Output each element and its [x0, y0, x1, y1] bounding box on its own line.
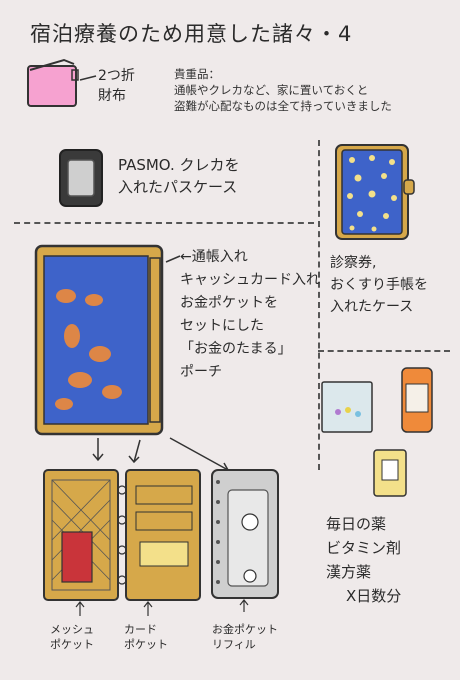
- mesh-pocket-label: メッシュ ポケット: [50, 622, 94, 652]
- money-pouch-illustration: [34, 244, 164, 436]
- wallet-illustration: [27, 58, 79, 107]
- pouch-label-line-3: お金ポケットを: [180, 295, 278, 311]
- label-arrows: [75, 599, 249, 616]
- medicine-label-line-2: ビタミン剤: [326, 539, 402, 557]
- pouch-arrow: [165, 255, 181, 263]
- medicine-label-line-3: 漢方薬: [326, 563, 372, 581]
- card-pocket-panel: [117, 469, 201, 601]
- pouch-label-line-1: ←通帳入れ: [180, 249, 248, 265]
- mesh-pocket-panel: [43, 469, 119, 601]
- medical-case-label-line-1: 診察券,: [330, 255, 377, 271]
- medical-case-illustration: [335, 144, 415, 240]
- mesh-pocket-label-line-1: メッシュ: [50, 623, 94, 636]
- pass-case-label: PASMO. クレカを 入れたパスケース: [118, 154, 240, 198]
- divider-horizontal-right: [318, 350, 450, 352]
- medicine-illustration: [321, 367, 433, 497]
- refill-panel: [211, 469, 279, 599]
- note-line-2: 通帳やクレカなど、家に置いておくと: [174, 83, 369, 97]
- medicine-label-line-4: X日数分: [346, 587, 402, 605]
- wallet-label-line-2: 財布: [98, 88, 126, 104]
- pouch-label-line-2: キャッシュカード入れ: [180, 272, 320, 288]
- pouch-label: ←通帳入れ キャッシュカード入れ お金ポケットを セットにした 「お金のたまる」…: [180, 246, 320, 384]
- valuables-note: 貴重品： 通帳やクレカなど、家に置いておくと 盗難が心配なものは全て持っていきま…: [174, 66, 392, 114]
- pouch-label-line-4: セットにした: [180, 318, 264, 334]
- card-pocket-label: カード ポケット: [124, 622, 168, 652]
- mesh-pocket-label-line-2: ポケット: [50, 638, 94, 651]
- pass-case-illustration: [59, 149, 103, 207]
- flow-arrows: [92, 437, 230, 471]
- refill-label: お金ポケット リフィル: [212, 622, 278, 652]
- divider-vertical: [318, 140, 320, 470]
- card-pocket-label-line-1: カード: [124, 623, 157, 636]
- pouch-label-line-6: ポーチ: [180, 364, 222, 380]
- wallet-label-line-1: 2つ折: [98, 68, 135, 84]
- pass-case-label-line-2: 入れたパスケース: [118, 178, 238, 196]
- note-line-3: 盗難が心配なものは全て持っていきました: [174, 99, 392, 113]
- note-line-1: 貴重品：: [174, 67, 220, 81]
- medical-case-label-line-3: 入れたケース: [330, 299, 414, 315]
- medicine-label: 毎日の薬 ビタミン剤 漢方薬 X日数分: [326, 512, 401, 608]
- refill-label-line-1: お金ポケット: [212, 623, 278, 636]
- medical-case-label-line-2: おくすり手帳を: [330, 277, 428, 293]
- pass-case-label-line-1: PASMO. クレカを: [118, 156, 240, 174]
- pouch-label-line-5: 「お金のたまる」: [180, 341, 292, 357]
- refill-label-line-2: リフィル: [212, 638, 256, 651]
- medicine-label-line-1: 毎日の薬: [326, 515, 387, 533]
- medical-case-label: 診察券, おくすり手帳を 入れたケース: [330, 252, 428, 318]
- page-title: 宿泊療養のため用意した諸々・4: [30, 22, 353, 46]
- wallet-label: 2つ折 財布: [98, 66, 135, 106]
- card-pocket-label-line-2: ポケット: [124, 638, 168, 651]
- divider-horizontal-top: [14, 222, 314, 224]
- wallet-arrow: [79, 75, 97, 81]
